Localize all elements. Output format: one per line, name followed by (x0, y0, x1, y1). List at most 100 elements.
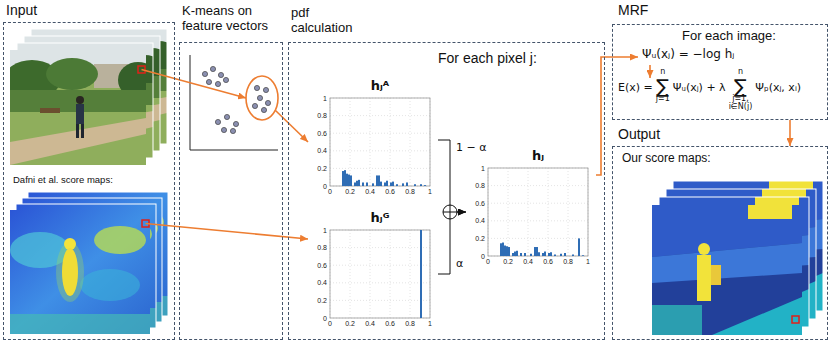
connector (146, 224, 309, 240)
kmeans-scatter (190, 55, 278, 150)
tick-label: 1 (428, 188, 432, 195)
histogram-bar (358, 180, 360, 186)
input-photos (4, 29, 179, 165)
histogram-bar (362, 182, 364, 186)
tick-label: 1 (428, 320, 432, 327)
histogram-bar (516, 251, 518, 256)
grid-line (330, 150, 430, 151)
sum-sign: ∑ (656, 77, 669, 96)
tick-label: 0 (323, 183, 327, 190)
histogram-bar (514, 252, 516, 256)
input-score-maps (10, 192, 168, 334)
grid-line (488, 203, 588, 204)
histogram-bar (396, 184, 398, 186)
grid-line (330, 300, 430, 301)
output-score-maps (652, 181, 823, 335)
circle-shape (223, 77, 228, 82)
path-shape (190, 55, 278, 150)
histogram-bar (530, 254, 532, 256)
sum-limit: n (660, 68, 665, 76)
histogram-bar (384, 182, 386, 186)
tick-label: 1 (586, 258, 590, 265)
histogram-bar (560, 254, 562, 256)
sum-limit: j=1 (656, 95, 670, 103)
circle-shape (218, 72, 223, 77)
tick-label: 0.6 (475, 200, 485, 207)
tick-label: 0.4 (317, 279, 327, 286)
histogram-bar (554, 255, 556, 256)
histogram-bar (578, 238, 580, 256)
histogram-bar (424, 185, 426, 187)
circle-shape (230, 128, 235, 133)
connector (789, 120, 791, 146)
histogram-bar (350, 175, 352, 186)
plot-frame (330, 230, 430, 318)
tick-label: 0.4 (475, 217, 485, 224)
line-shape (450, 205, 451, 219)
circle-shape (265, 100, 270, 105)
connector (275, 110, 308, 142)
histogram-label: hⱼᴳ (371, 211, 390, 226)
use-shape (652, 205, 802, 335)
histogram-bar (402, 183, 404, 186)
tick-label: 0.4 (365, 188, 375, 195)
histogram-bar (500, 243, 502, 256)
tick-label: 0 (481, 253, 485, 260)
tick-label: 0.2 (345, 320, 355, 327)
histogram-bar (534, 247, 536, 256)
histogram-bar (414, 184, 416, 186)
tick-label: 0.6 (317, 262, 327, 269)
equation: Ψᵤ(xⱼ) = −log hⱼ (642, 48, 734, 62)
histogram-bar (512, 253, 514, 256)
equation-term: Ψₚ(xⱼ, xᵢ) (755, 82, 801, 93)
tick-label: 0.2 (345, 188, 355, 195)
histogram-bar (376, 175, 378, 186)
histogram-bar (342, 171, 344, 186)
equation-arrow (649, 65, 651, 78)
grid-line (410, 230, 411, 318)
histogram: hⱼᴬ000.20.20.40.40.60.60.80.811 (308, 80, 438, 198)
plot-frame (330, 98, 430, 186)
dashed-frame (288, 42, 605, 340)
histogram-bar (378, 175, 380, 186)
histogram-label: hⱼ (532, 149, 544, 164)
dashed-frame (612, 146, 828, 340)
circle-shape (261, 107, 266, 112)
tick-label: 0 (486, 258, 490, 265)
histogram-bar (508, 247, 510, 256)
histogram-plot (466, 150, 596, 268)
dashed-panel: K-means on feature vectors (179, 2, 283, 340)
tick-label: 1 (323, 95, 327, 102)
tick-label: 0 (323, 315, 327, 322)
panel-heading: Input (6, 2, 37, 18)
tick-label: 0.2 (475, 235, 485, 242)
grid-line (350, 230, 351, 318)
histogram-bar (582, 255, 584, 257)
panel-heading: MRF (618, 2, 648, 18)
plot-frame (488, 168, 588, 256)
histogram-bar (372, 183, 374, 186)
grid-line (390, 98, 391, 186)
histogram: hⱼᴳ000.20.20.40.40.60.60.80.811 (308, 212, 438, 330)
use-shape (4, 50, 158, 165)
histogram-bar (386, 181, 388, 186)
histogram-bar (420, 230, 422, 318)
grid-line (528, 168, 529, 256)
histogram-bar (536, 247, 538, 256)
circle-shape (252, 103, 257, 108)
dashed-panel: OutputOur score maps: (612, 126, 828, 340)
panel-heading: Output (618, 126, 660, 142)
histogram-bar (392, 182, 394, 186)
histogram-bar (550, 252, 552, 256)
histogram-bar (346, 174, 348, 186)
dashed-frame (179, 42, 283, 340)
connector (142, 70, 247, 99)
panel-heading: K-means on feature vectors (182, 4, 282, 34)
edge-label: α (455, 258, 464, 271)
circle-shape (221, 127, 226, 132)
edge-label: 1 − α (455, 142, 487, 155)
histogram-bar (406, 182, 408, 186)
circle-shape (257, 95, 262, 100)
sum-sign: ∑ (734, 77, 747, 96)
grid-line (350, 98, 351, 186)
